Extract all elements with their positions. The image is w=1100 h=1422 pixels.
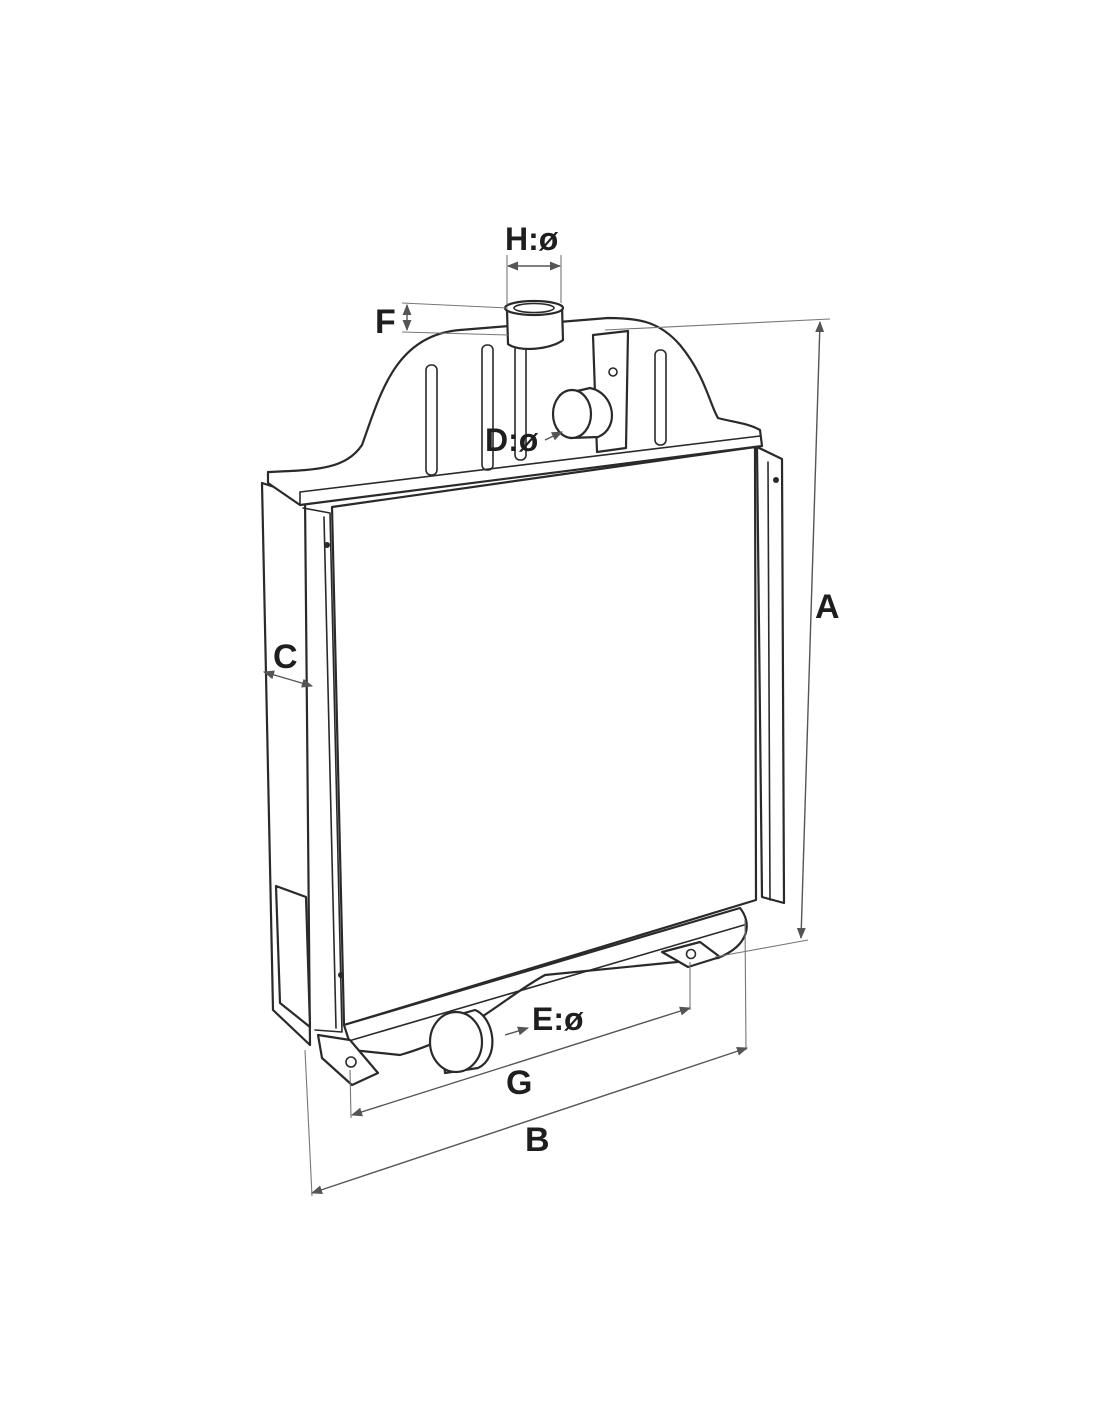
bottom-outlet-pipe	[428, 1008, 494, 1075]
dimension-a-line	[796, 320, 825, 940]
label-d: D:ø	[485, 422, 539, 458]
dimension-c-line	[262, 670, 314, 688]
left-side-inner-edge	[302, 507, 343, 1033]
label-h: H:ø	[505, 221, 559, 257]
label-b: B	[525, 1121, 550, 1159]
label-a: A	[815, 588, 840, 626]
dimension-g-line	[350, 1006, 692, 1117]
top-tank-grooves	[425, 344, 667, 476]
right-bolt-hole	[773, 477, 779, 483]
label-f: F	[375, 303, 396, 341]
dimension-e-leader	[504, 1026, 530, 1036]
dimension-d-leader	[544, 431, 564, 441]
label-e: E:ø	[532, 1001, 584, 1037]
right-side-frame	[755, 445, 786, 905]
strap-hole	[608, 367, 618, 377]
right-foot-hole	[685, 948, 697, 960]
label-g: G	[506, 1064, 532, 1102]
radiator	[260, 299, 786, 1087]
dimension-labels: A B C D:ø E:ø F G H:ø	[273, 221, 840, 1159]
top-inlet-pipe	[551, 386, 613, 440]
radiator-core	[330, 445, 758, 1027]
dimension-lines	[262, 255, 831, 1197]
left-lower-bracket-plate	[274, 884, 312, 1029]
right-mounting-foot	[660, 940, 722, 969]
left-bolt-hole-top	[324, 542, 330, 548]
filler-neck	[503, 299, 565, 350]
label-c: C	[273, 638, 298, 676]
